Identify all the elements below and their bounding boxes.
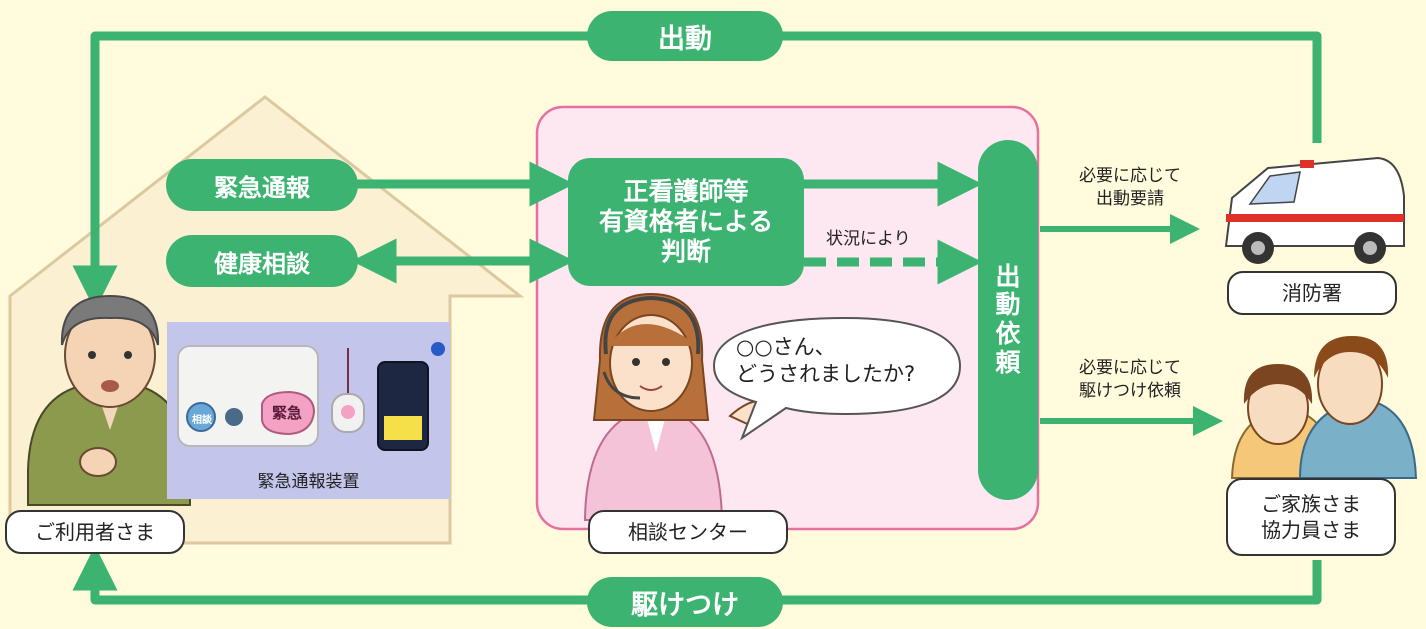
family-illustration — [1230, 336, 1418, 479]
family-label-line-1: ご家族さま — [1261, 492, 1361, 516]
rush-pill: 駆けつけ — [587, 577, 783, 627]
family-label-line-2: 協力員さま — [1261, 518, 1361, 542]
family-note-line-2: 駆けつけ依頼 — [1079, 380, 1181, 401]
ambulance-illustration — [1224, 156, 1405, 264]
device-caption: 緊急通報装置 — [257, 472, 360, 492]
emergency-call-pill: 緊急通報 — [166, 159, 358, 211]
fire-station-label: 消防署 — [1227, 271, 1397, 315]
judgment-line-1: 正看護師等 — [623, 177, 749, 206]
judgment-line-3: 判断 — [660, 237, 711, 266]
user-label: ご利用者さま — [5, 510, 185, 554]
dispatch-request-char-1: 出 — [995, 261, 1021, 291]
operator-speech-text: ○○さん、 どうされましたか? — [736, 334, 915, 389]
device-button-emergency-text: 緊急 — [272, 404, 303, 422]
speech-line-1: ○○さん、 — [736, 335, 836, 359]
health-consult-pill: 健康相談 — [166, 235, 358, 287]
dispatch-request-box: 出 動 依 頼 — [978, 140, 1038, 500]
family-request-note: 必要に応じて 駆けつけ依頼 — [1050, 357, 1210, 403]
speech-line-2: どうされましたか? — [736, 362, 916, 387]
family-label: ご家族さま 協力員さま — [1226, 478, 1396, 556]
dispatch-pill: 出動 — [587, 11, 783, 61]
fire-request-note: 必要に応じて 出動要請 — [1050, 165, 1210, 211]
elderly-user-illustration — [27, 294, 191, 506]
fire-note-line-2: 出動要請 — [1096, 188, 1164, 209]
dispatch-request-char-4: 頼 — [995, 347, 1021, 377]
depending-label: 状況により — [826, 229, 911, 249]
emergency-device-photo — [167, 322, 450, 499]
family-note-line-1: 必要に応じて — [1079, 358, 1181, 378]
dispatch-request-char-2: 動 — [995, 290, 1021, 320]
judgment-box: 正看護師等 有資格者による 判断 — [568, 158, 804, 286]
center-label: 相談センター — [588, 510, 788, 554]
fire-note-line-1: 必要に応じて — [1079, 166, 1181, 186]
judgment-line-2: 有資格者による — [598, 207, 774, 236]
speech-bubble — [712, 316, 962, 441]
device-button-consult-text: 相談 — [192, 415, 212, 426]
dispatch-request-char-3: 依 — [995, 319, 1021, 348]
